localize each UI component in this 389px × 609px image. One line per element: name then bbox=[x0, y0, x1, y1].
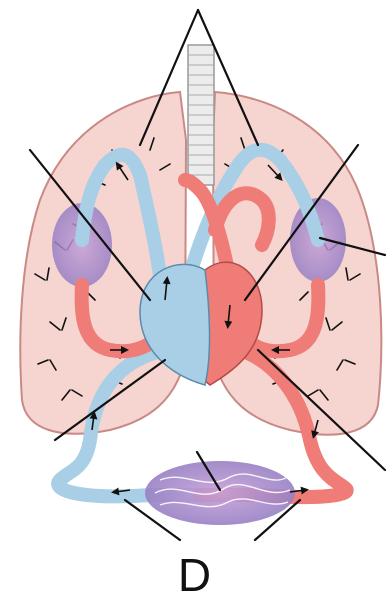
trachea bbox=[188, 45, 214, 185]
figure-caption: D bbox=[0, 548, 389, 602]
systemic-capillary-bed bbox=[145, 461, 295, 525]
